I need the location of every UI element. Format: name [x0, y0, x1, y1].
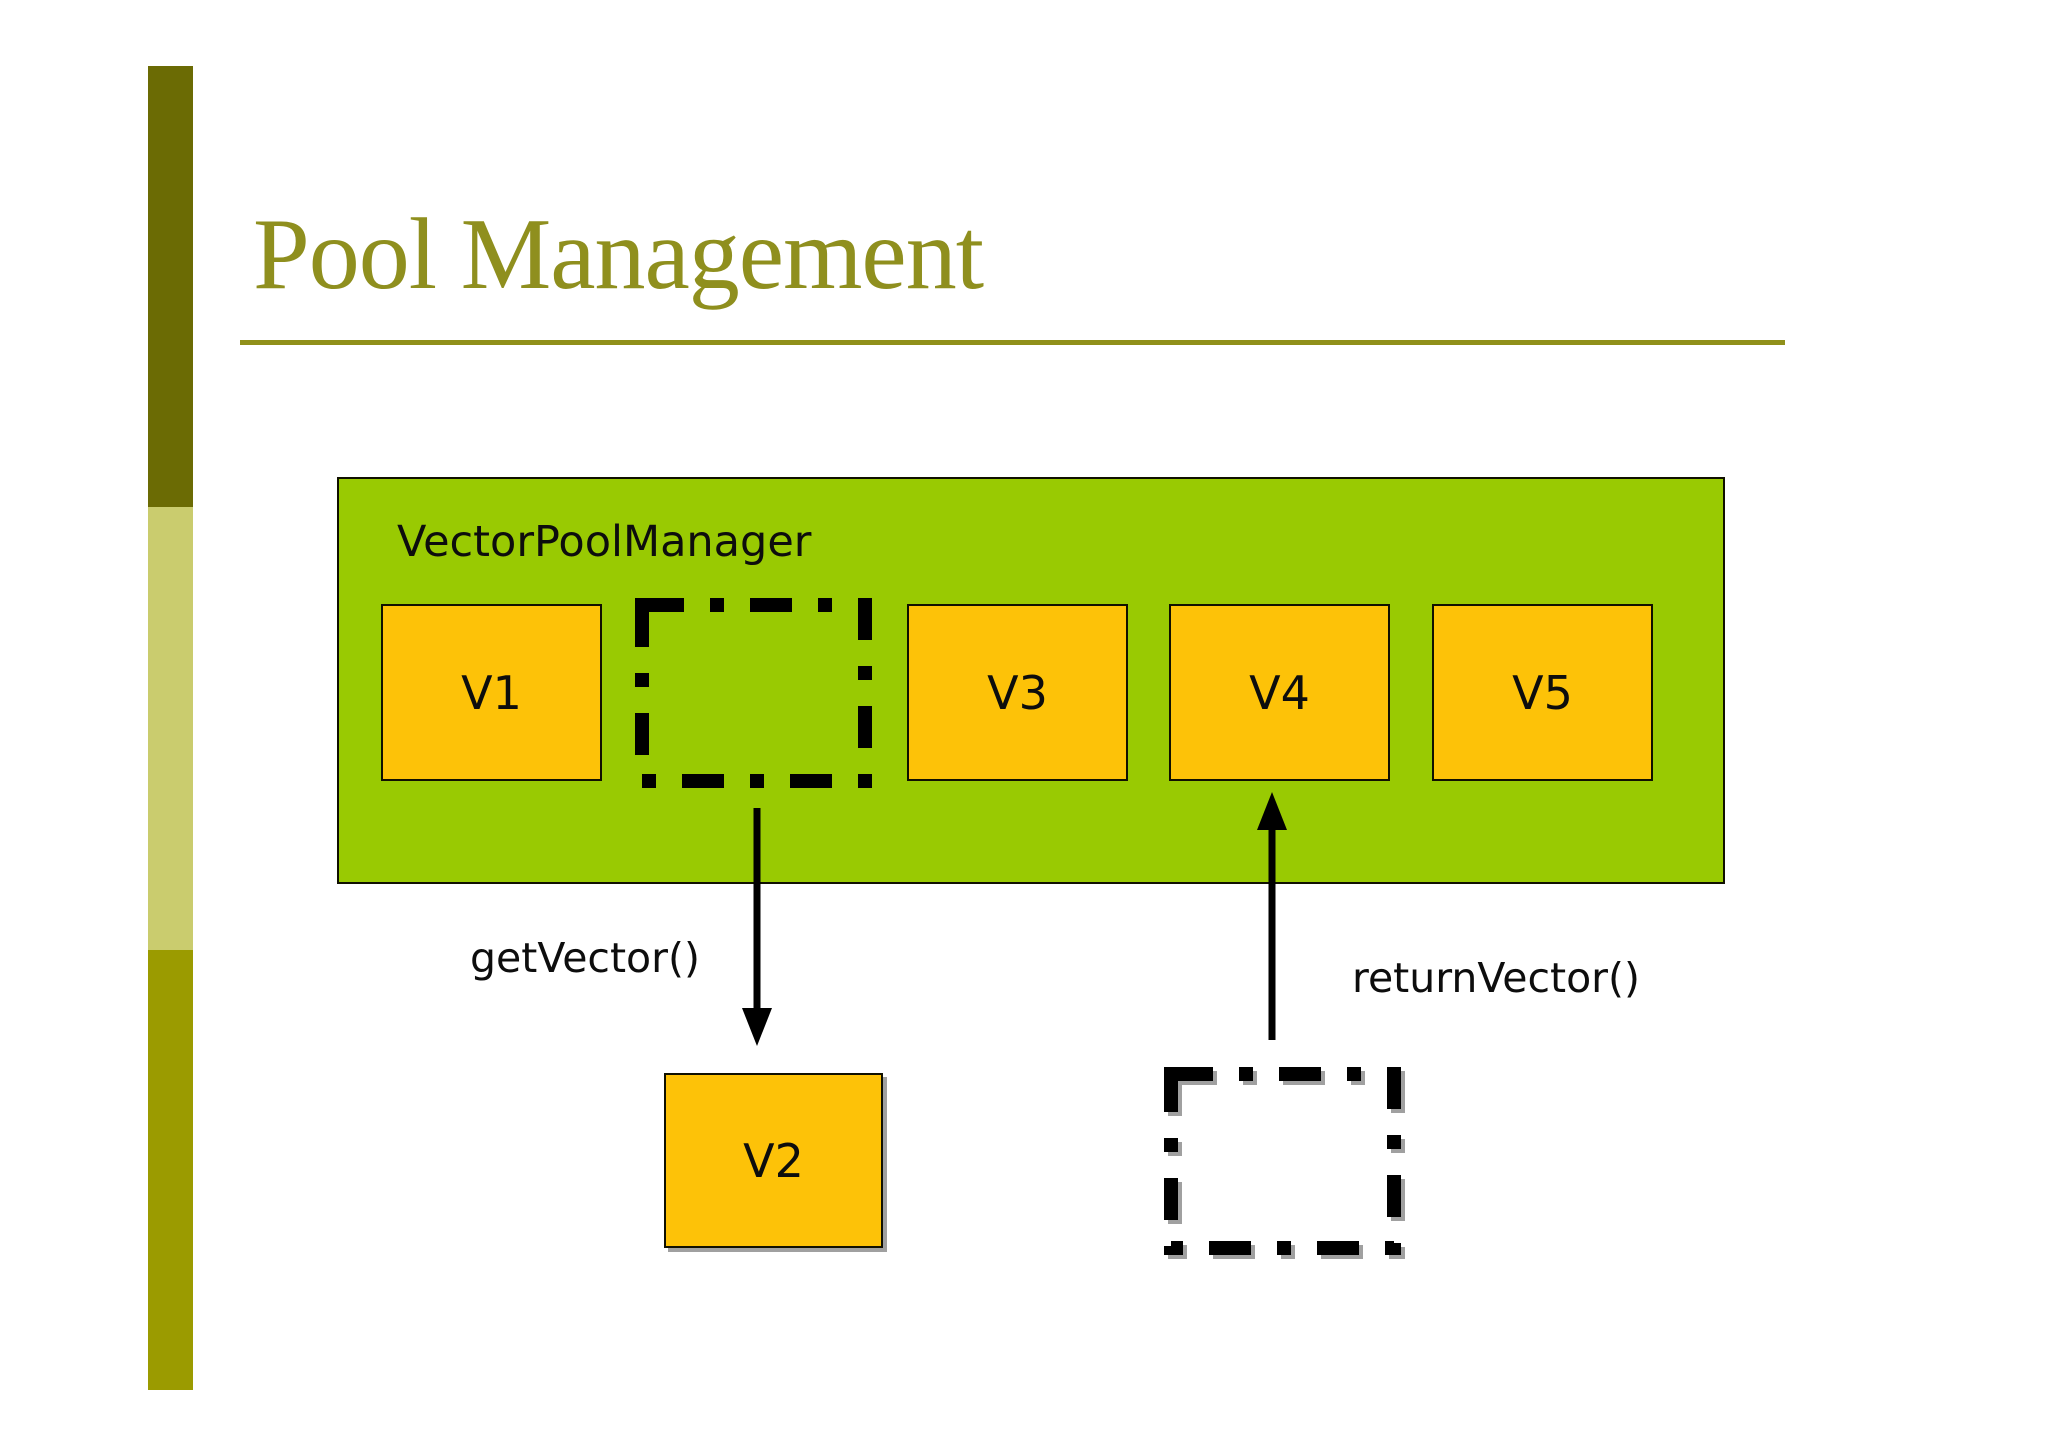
accent-bar-segment-light: [148, 507, 193, 950]
accent-bar-segment-dark: [148, 66, 193, 507]
vector-box-v3: V3: [907, 604, 1128, 781]
pool-label: VectorPoolManager: [397, 517, 812, 567]
accent-bar-segment-mid: [148, 950, 193, 1390]
vector-box-v2: V2: [664, 1073, 883, 1248]
vector-box-v4: V4: [1169, 604, 1390, 781]
slide-title: Pool Management: [253, 198, 984, 311]
vector-box-v5: V5: [1432, 604, 1653, 781]
left-accent-bar: [148, 66, 193, 1390]
returning-box-dashed-outline: [1164, 1067, 1401, 1255]
vector-box-v1: V1: [381, 604, 602, 781]
return-vector-label: returnVector(): [1352, 954, 1641, 1002]
get-vector-label: getVector(): [470, 934, 700, 982]
title-rule: [240, 340, 1785, 345]
vector-pool-manager-box: VectorPoolManager V1 V3 V4 V5: [337, 477, 1725, 884]
